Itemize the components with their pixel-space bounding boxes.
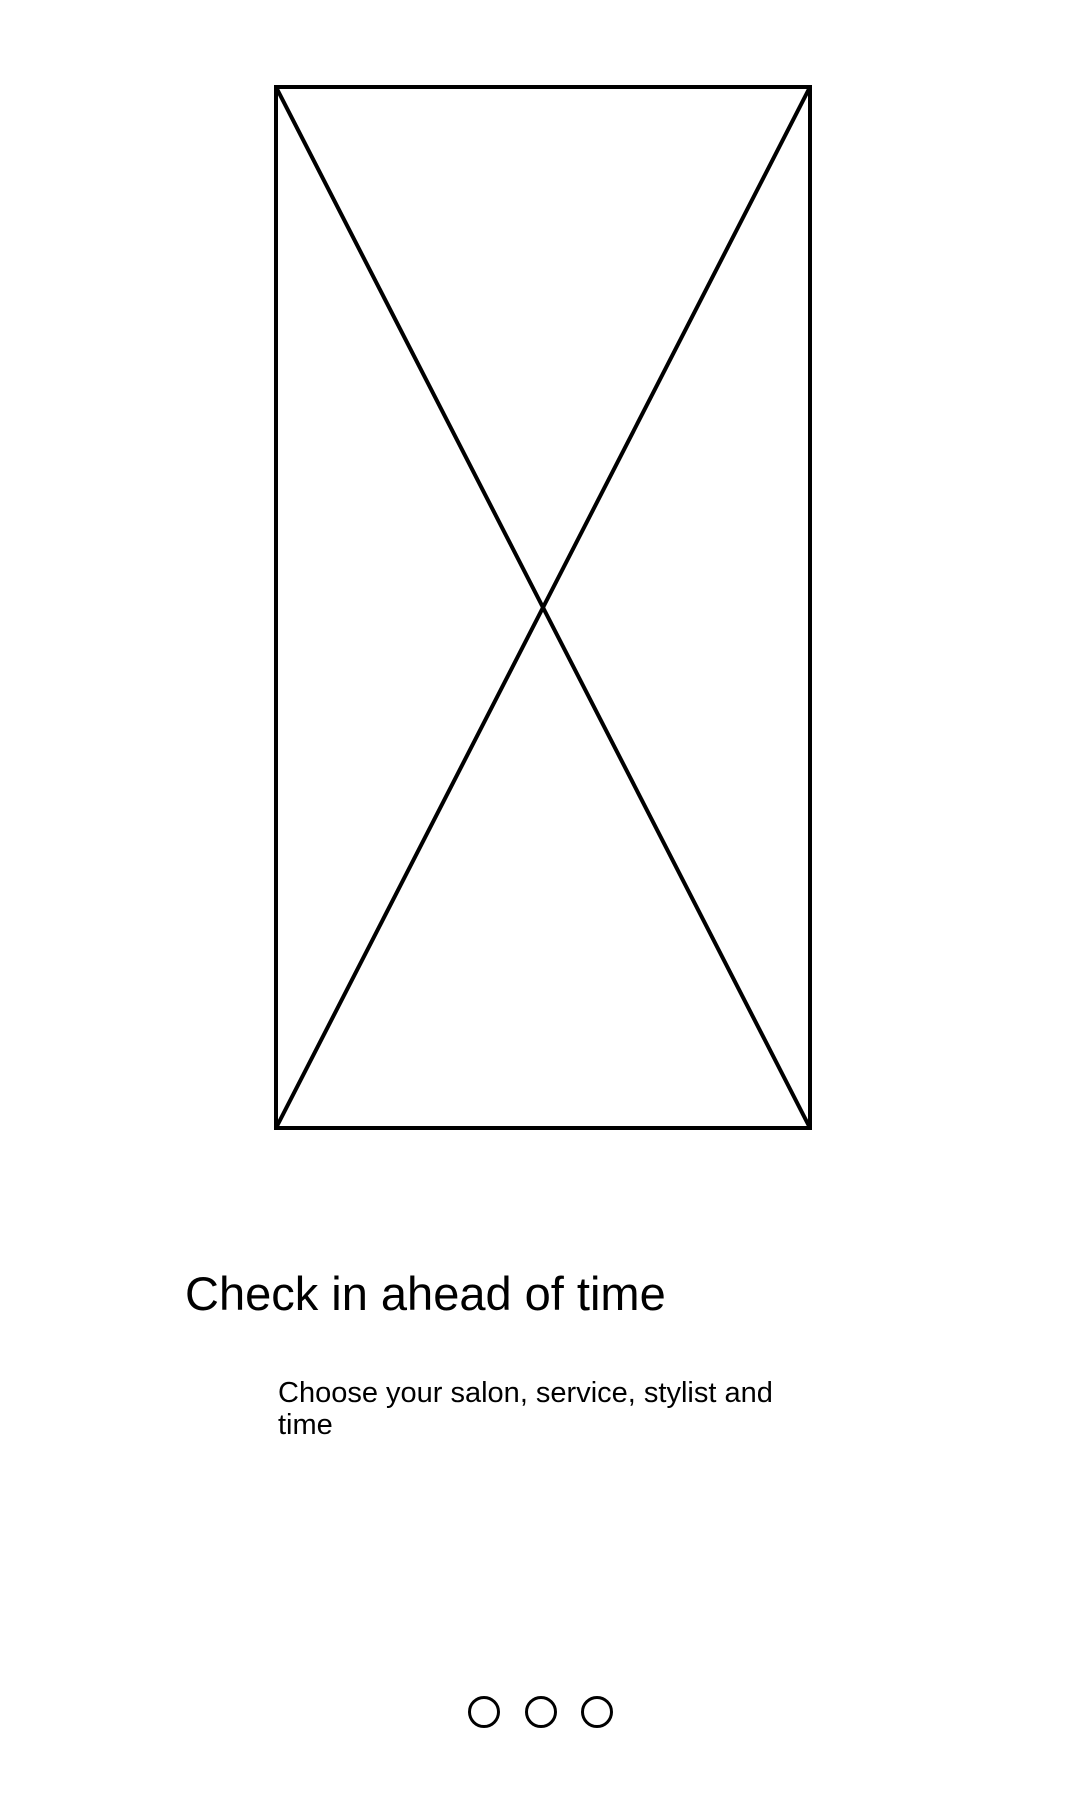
onboarding-title: Check in ahead of time: [185, 1267, 666, 1320]
page-dot-2[interactable]: [524, 1695, 557, 1728]
hero-image-placeholder: [274, 85, 812, 1130]
page-dot-1[interactable]: [468, 1695, 500, 1728]
page-indicator: [468, 1691, 613, 1732]
placeholder-frame: [274, 85, 812, 1130]
placeholder-diagonal-up: [274, 86, 812, 1129]
image-placeholder-icon: [274, 85, 812, 1130]
onboarding-subtitle: Choose your salon, service, stylist and …: [278, 1377, 773, 1441]
page-dot-3[interactable]: [581, 1695, 613, 1728]
